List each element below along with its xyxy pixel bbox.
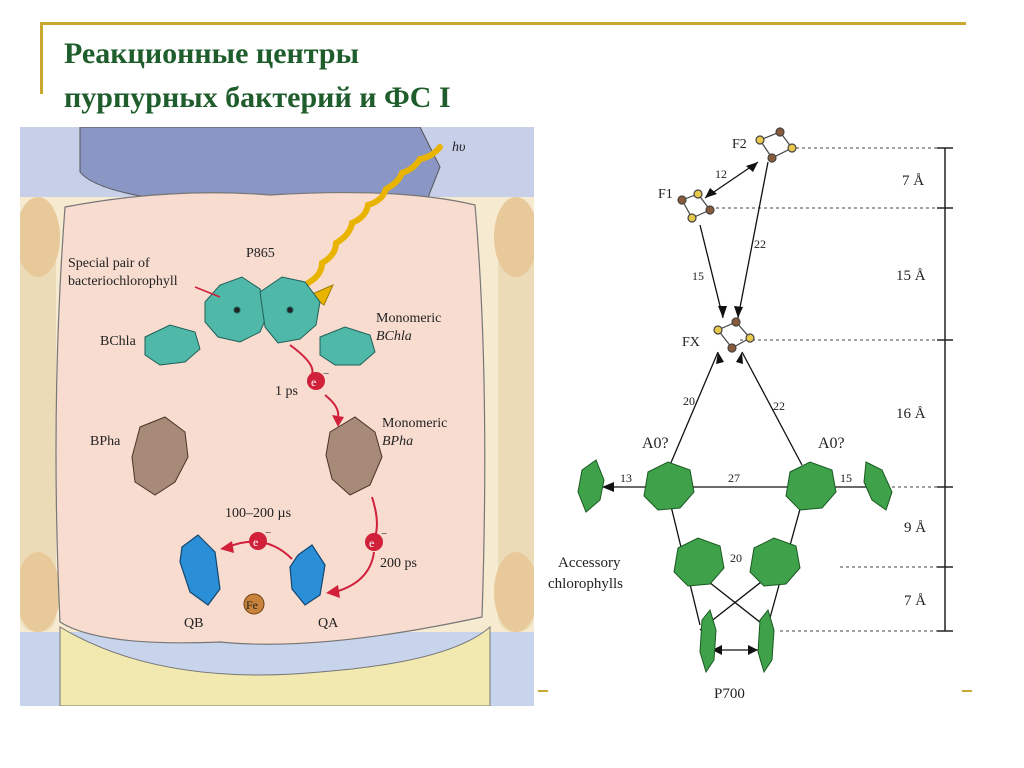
qa-label: QA bbox=[318, 616, 339, 631]
f1-cluster bbox=[677, 189, 715, 223]
svg-text:−: − bbox=[265, 527, 271, 539]
bchla-left-molecule bbox=[144, 324, 201, 366]
fx-cluster bbox=[713, 317, 755, 353]
mono-bchla-label-line1: Monomeric bbox=[376, 311, 441, 326]
dist-12: 12 bbox=[715, 167, 727, 181]
fe-ion bbox=[243, 593, 265, 615]
bpha-left-molecule bbox=[131, 416, 189, 496]
dist-27: 27 bbox=[728, 471, 740, 485]
scale-16a: 16 Å bbox=[896, 406, 926, 422]
mono-bpha-label-line1: Monomeric bbox=[382, 416, 447, 431]
bpha-label: BPha bbox=[90, 434, 121, 449]
p700-right bbox=[757, 608, 775, 674]
scale-9a: 9 Å bbox=[904, 520, 926, 536]
ps200-label: 200 ps bbox=[380, 556, 417, 571]
dist-13: 13 bbox=[620, 471, 632, 485]
f1-label: F1 bbox=[658, 187, 673, 202]
e-minus-1: e bbox=[311, 375, 316, 389]
p865-special-pair bbox=[204, 276, 321, 344]
accessory-right-far bbox=[863, 461, 893, 511]
ps1-electron-transfer-figure: 7 Å 15 Å 16 Å 9 Å 7 Å F2 F1 FX bbox=[548, 127, 953, 702]
accessory-left-far bbox=[577, 459, 605, 513]
svg-text:−: − bbox=[323, 368, 329, 380]
a0-right-label: A0? bbox=[818, 435, 845, 452]
slide-title: Реакционные центры пурпурных бактерий и … bbox=[64, 37, 451, 114]
f2-label: F2 bbox=[732, 137, 747, 152]
p700-label: P700 bbox=[714, 686, 745, 702]
dist-22a: 22 bbox=[754, 237, 766, 251]
scale-15a: 15 Å bbox=[896, 268, 926, 284]
one-ps-label: 1 ps bbox=[275, 384, 298, 399]
accessory-chlorophyll-right bbox=[749, 537, 801, 587]
a0-right-chlorophyll bbox=[785, 461, 837, 511]
mono-bpha-label-line2: BPha bbox=[382, 434, 413, 449]
dist-15b: 15 bbox=[840, 471, 852, 485]
e-minus-2: e bbox=[369, 536, 374, 550]
scale-7a-top: 7 Å bbox=[902, 173, 924, 189]
mono-bchla-label-line2: BChla bbox=[376, 329, 412, 344]
scale-7a-bottom: 7 Å bbox=[904, 593, 926, 609]
accessory-label-line1: Accessory bbox=[558, 555, 621, 571]
qb-label: QB bbox=[184, 616, 203, 631]
title-left-rule bbox=[40, 22, 43, 94]
fx-label: FX bbox=[682, 335, 700, 350]
title-top-rule bbox=[40, 22, 966, 25]
bchla-label: BChla bbox=[100, 334, 137, 349]
accessory-label-line2: chlorophylls bbox=[548, 576, 623, 592]
us-time-label: 100–200 µs bbox=[225, 506, 291, 521]
dist-20a: 20 bbox=[683, 394, 695, 408]
special-pair-label-line2: bacteriochlorophyll bbox=[68, 274, 178, 289]
footer-dash-left bbox=[538, 690, 548, 692]
dist-20b: 20 bbox=[730, 551, 742, 565]
f2-cluster bbox=[755, 127, 797, 163]
fe-label: Fe bbox=[246, 598, 258, 612]
dist-15a: 15 bbox=[692, 269, 704, 283]
a0-left-chlorophyll bbox=[643, 461, 695, 511]
e-minus-3: e bbox=[253, 535, 258, 549]
special-pair-label-line1: Special pair of bbox=[68, 256, 150, 271]
bchla-right-molecule bbox=[319, 326, 376, 366]
purple-bacteria-reaction-center-figure: hυ P865 Special pair of bacteriochloroph… bbox=[20, 127, 534, 706]
qb-quinone bbox=[179, 534, 221, 606]
dist-22b: 22 bbox=[773, 399, 785, 413]
bpha-right-molecule bbox=[325, 416, 383, 496]
footer-dash-right bbox=[962, 690, 972, 692]
p865-label: P865 bbox=[246, 246, 275, 261]
qa-quinone bbox=[289, 544, 326, 606]
svg-text:−: − bbox=[381, 528, 387, 540]
hv-label: hυ bbox=[452, 140, 465, 155]
accessory-chlorophyll-left bbox=[673, 537, 725, 587]
p700-left bbox=[699, 608, 717, 674]
a0-left-label: A0? bbox=[642, 435, 669, 452]
